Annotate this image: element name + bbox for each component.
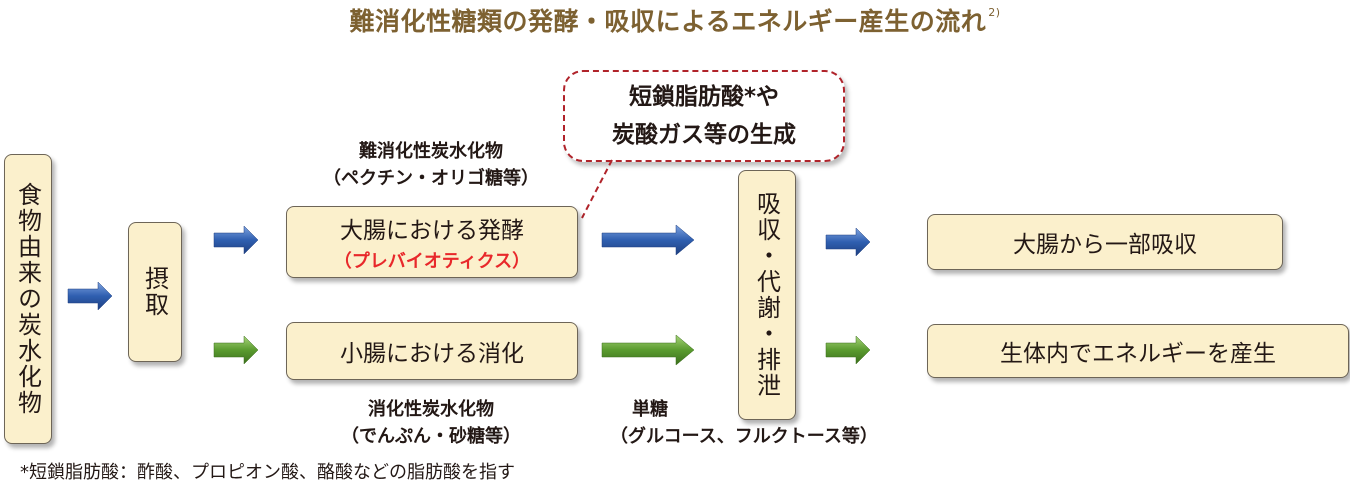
digestible-line2: （でんぷん・砂糖等） xyxy=(341,426,521,447)
indigestible-line1: 難消化性炭水化物 xyxy=(359,141,503,162)
arrow-absorption-to-energy xyxy=(825,335,871,365)
large-intestine-fermentation-label: 大腸における発酵 xyxy=(340,218,524,244)
monosaccharide-label: 単糖 （グルコース、フルクトース等） xyxy=(610,396,960,450)
arrow-absorption-to-partial xyxy=(825,227,871,257)
prebiotics-label: （プレバイオティクス） xyxy=(333,251,531,272)
food-carbohydrate-label: 食物由来の炭水化物 xyxy=(13,182,42,416)
food-carbohydrate-box: 食物由来の炭水化物 xyxy=(4,154,52,444)
intake-box: 摂取 xyxy=(128,222,182,362)
arrow-intake-to-digestion xyxy=(213,335,259,365)
title-text: 難消化性糖類の発酵・吸収によるエネルギー産生の流れ xyxy=(349,7,987,36)
partial-absorption-label: 大腸から一部吸収 xyxy=(1013,232,1197,258)
mono-line1: 単糖 xyxy=(632,399,668,420)
intake-label: 摂取 xyxy=(140,266,169,318)
arrow-digestion-to-absorption xyxy=(601,334,695,366)
arrow-intake-to-fermentation xyxy=(213,225,259,255)
title-reference: 2) xyxy=(988,6,1001,19)
callout-scfa: 短鎖脂肪酸*や 炭酸ガス等の生成 xyxy=(563,70,845,162)
mono-line2: （グルコース、フルクトース等） xyxy=(610,426,878,447)
absorption-metabolism-label: 吸収・代謝・排泄 xyxy=(752,191,781,399)
footnote: *短鎖脂肪酸：酢酸、プロピオン酸、酪酸などの脂肪酸を指す xyxy=(20,462,515,483)
arrow-fermentation-to-absorption xyxy=(601,224,695,256)
callout-line2: 炭酸ガス等の生成 xyxy=(612,122,796,148)
indigestible-line2: （ペクチン・オリゴ糖等） xyxy=(323,168,539,189)
callout-line1: 短鎖脂肪酸*や xyxy=(628,84,780,110)
small-intestine-digestion-label: 小腸における消化 xyxy=(340,341,524,367)
digestible-line1: 消化性炭水化物 xyxy=(368,399,494,420)
digestible-carb-label: 消化性炭水化物 （でんぷん・砂糖等） xyxy=(286,396,576,450)
indigestible-carb-label: 難消化性炭水化物 （ペクチン・オリゴ糖等） xyxy=(286,138,576,192)
absorption-metabolism-box: 吸収・代謝・排泄 xyxy=(738,170,796,420)
arrow-food-to-intake xyxy=(67,281,113,311)
small-intestine-digestion-box: 小腸における消化 xyxy=(286,322,578,380)
energy-production-label: 生体内でエネルギーを産生 xyxy=(1000,341,1276,367)
partial-absorption-box: 大腸から一部吸収 xyxy=(927,214,1283,270)
large-intestine-fermentation-box: 大腸における発酵 （プレバイオティクス） xyxy=(286,206,578,278)
energy-production-box: 生体内でエネルギーを産生 xyxy=(927,324,1349,378)
